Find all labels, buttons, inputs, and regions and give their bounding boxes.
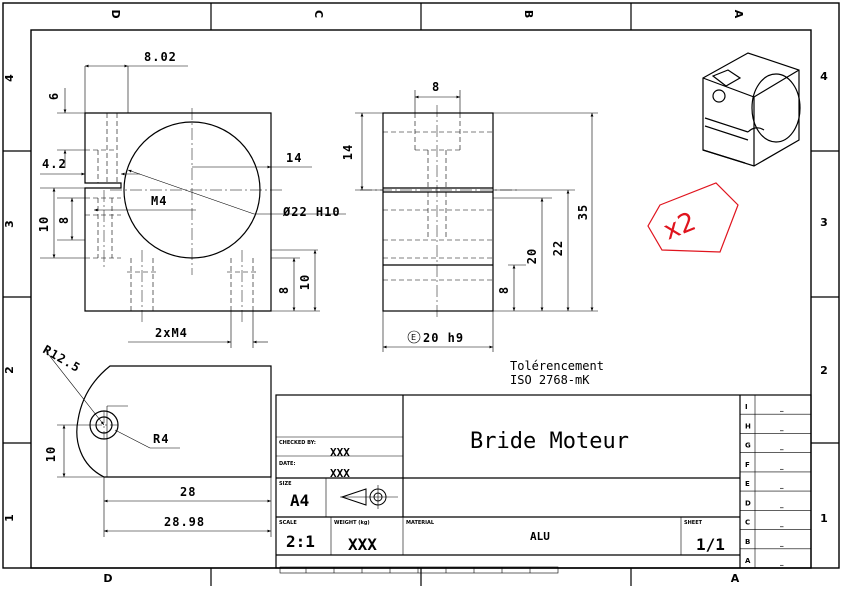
dim-14-side: 14 <box>341 144 355 160</box>
tolerance-note: Tolérencement ISO 2768-mK <box>510 359 604 387</box>
zone-bottom-a: A <box>731 572 740 585</box>
quantity-text: x2 <box>659 207 700 247</box>
dim-r4: R4 <box>153 432 169 446</box>
zone-top-a: A <box>732 10 745 19</box>
dim-10-bottom: 10 <box>44 446 58 462</box>
dim-4-2: 4.2 <box>42 157 67 171</box>
tolerance-line-1: Tolérencement <box>510 359 604 373</box>
revision-value: _ <box>780 462 784 470</box>
checked-by-label: CHECKED BY: <box>279 440 316 446</box>
revision-value: _ <box>780 520 784 528</box>
dim-6: 6 <box>47 92 61 100</box>
dim-r12-5: R12.5 <box>41 342 84 375</box>
title-block: CHECKED BY: XXX DATE: XXX SIZE A4 SCALE … <box>275 394 812 574</box>
revision-letter: D <box>745 499 751 507</box>
zone-right-4: 4 <box>820 70 828 83</box>
revision-value: _ <box>780 404 784 412</box>
dim-22: 22 <box>551 240 565 256</box>
bottom-view-dimensions: R12.5 R4 10 28 28.98 <box>41 342 272 537</box>
revision-value: _ <box>780 481 784 489</box>
zone-labels: D C B A D A 4 3 2 1 4 3 2 1 <box>3 9 828 585</box>
side-view <box>360 105 520 320</box>
dim-28-98: 28.98 <box>164 515 205 529</box>
tolerance-line-2: ISO 2768-mK <box>510 373 590 387</box>
revision-value: _ <box>780 558 784 566</box>
dim-phi22-h10: Ø22 H10 <box>282 205 341 219</box>
weight-label: WEIGHT (kg) <box>334 520 370 526</box>
revision-letter: E <box>745 480 750 488</box>
quantity-mark: x2 <box>647 182 739 253</box>
zone-right-3: 3 <box>820 216 828 229</box>
zone-left-1: 1 <box>3 514 16 522</box>
zone-right-1: 1 <box>820 512 828 525</box>
scale-label: SCALE <box>279 520 297 526</box>
revision-letter: A <box>745 557 751 565</box>
sheet-border <box>2 2 840 586</box>
checked-by-value: XXX <box>330 446 350 459</box>
dim-8-side: 8 <box>432 80 440 94</box>
revision-value: _ <box>780 443 784 451</box>
dim-8-right: 8 <box>277 286 291 294</box>
zone-top-b: B <box>522 10 535 18</box>
revision-value: _ <box>780 423 784 431</box>
dim-14-front: 14 <box>286 151 302 165</box>
dim-2xm4: 2xM4 <box>155 326 188 340</box>
zone-left-3: 3 <box>3 220 16 228</box>
front-view <box>84 108 285 322</box>
revision-table: I _ H _ G _ F _ E _ D _ C _ B _ A _ <box>740 403 811 566</box>
dim-28: 28 <box>180 485 196 499</box>
drawing-title: Bride Moteur <box>470 429 629 454</box>
zone-top-c: C <box>312 10 325 18</box>
revision-value: _ <box>780 500 784 508</box>
front-view-dimensions: 8.02 6 4.2 14 M4 Ø22 H10 10 8 <box>37 50 346 348</box>
size-label: SIZE <box>279 481 292 487</box>
zone-top-d: D <box>109 9 122 18</box>
scale-value: 2:1 <box>286 532 315 551</box>
zone-bottom-d: D <box>103 572 112 585</box>
sheet-value: 1/1 <box>696 535 725 554</box>
revision-letter: G <box>745 442 751 450</box>
sheet-label: SHEET <box>684 520 703 526</box>
weight-value: XXX <box>348 535 377 554</box>
dim-10-right: 10 <box>298 274 312 290</box>
revision-letter: C <box>745 519 750 527</box>
envelope-letter: E <box>411 333 416 342</box>
dim-20-h9: 20 h9 <box>423 331 464 345</box>
isometric-view <box>702 52 801 167</box>
projection-symbol <box>340 485 398 509</box>
bottom-view <box>76 365 272 478</box>
zone-left-4: 4 <box>3 74 16 82</box>
side-view-dimensions: 8 14 35 22 20 8 E 20 h9 <box>341 80 598 352</box>
revision-value: _ <box>780 539 784 547</box>
dim-20: 20 <box>525 248 539 264</box>
material-label: MATERIAL <box>406 520 435 526</box>
zone-left-2: 2 <box>3 366 16 374</box>
date-label: DATE: <box>279 461 295 467</box>
zone-right-2: 2 <box>820 364 828 377</box>
revision-letter: B <box>745 538 750 546</box>
revision-letter: F <box>745 461 750 469</box>
dim-8-left: 8 <box>57 216 71 224</box>
dim-35: 35 <box>576 204 590 220</box>
date-value: XXX <box>330 467 350 480</box>
dim-10-left: 10 <box>37 216 51 232</box>
dim-8-02: 8.02 <box>144 50 177 64</box>
size-value: A4 <box>290 491 309 510</box>
revision-letter: H <box>745 422 751 430</box>
material-value: ALU <box>530 530 550 543</box>
dim-8-side-low: 8 <box>497 286 511 294</box>
dim-m4: M4 <box>151 194 167 208</box>
envelope-symbol <box>407 330 421 344</box>
revision-letter: I <box>745 403 748 411</box>
